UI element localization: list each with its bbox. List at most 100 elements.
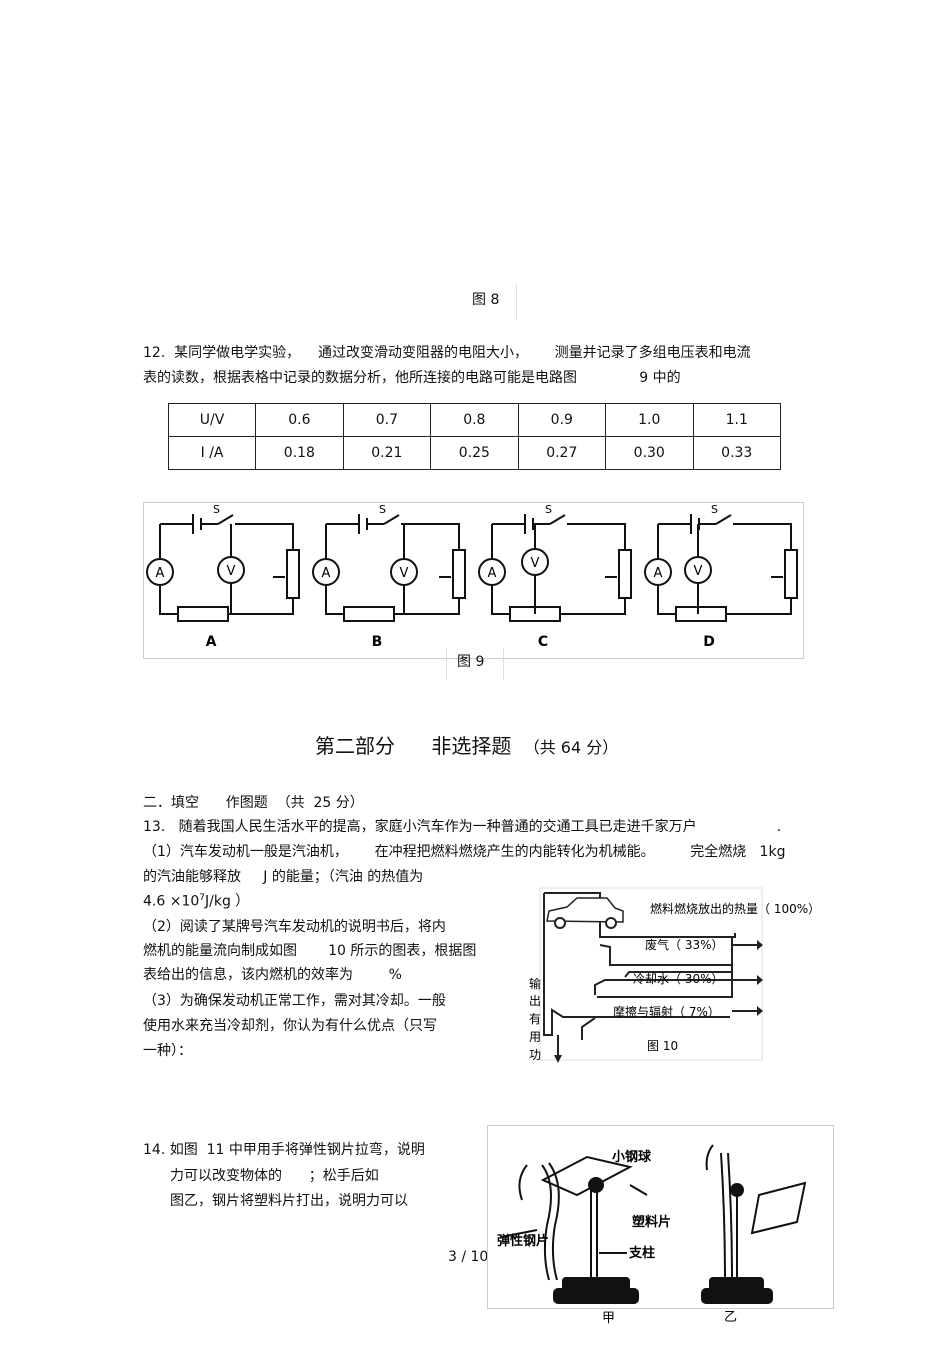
switch-icon <box>715 514 732 525</box>
table-row: U/V 0.6 0.7 0.8 0.9 1.0 1.1 <box>167 403 781 437</box>
data-table: U/V 0.6 0.7 0.8 0.9 1.0 1.1 I /A 0.18 0.… <box>167 403 781 470</box>
fig11-illustration: 小钢球 塑料片 弹性钢片 支柱 甲 乙 <box>487 1125 834 1326</box>
row-header: U/V <box>167 403 257 437</box>
switch-icon <box>217 514 234 525</box>
ammeter-label: A <box>488 566 497 581</box>
part2-subtitle: 非选择题 <box>431 734 512 758</box>
rheostat-icon <box>452 549 466 599</box>
q14-line: 力可以改变物体的 ；松手后如 <box>170 1168 379 1184</box>
ammeter-label: A <box>654 566 663 581</box>
circuit-wire <box>491 523 626 615</box>
q14-line: 图乙，钢片将塑料片打出，说明力可以 <box>170 1193 408 1209</box>
voltmeter-icon <box>684 556 712 584</box>
q12-line2: 表的读数，根据表格中记录的数据分析，他所连接的电路可能是电路图 9 中的 <box>143 370 681 386</box>
fig10-cooling-label: 冷却水（ 30%） <box>633 972 724 986</box>
cell: 0.6 <box>255 403 344 437</box>
divider <box>516 284 517 320</box>
circuit-wire <box>325 523 460 615</box>
voltmeter-icon <box>217 556 245 584</box>
switch-label: S <box>545 503 552 516</box>
ammeter-icon <box>312 558 340 586</box>
q13-line: 4.6 ×10 <box>143 893 200 910</box>
part2-score: （共 64 分） <box>523 738 619 757</box>
voltmeter-label: V <box>227 564 236 579</box>
q12-line1: 12. 某同学做电学实验， 通过改变滑动变阻器的电阻大小， 测量并记录了多组电压… <box>143 345 751 361</box>
switch-icon <box>383 514 400 525</box>
unit: J/kg ） <box>205 893 250 910</box>
ammeter-icon <box>644 558 672 586</box>
fig10-output-label: 有 <box>529 1012 541 1026</box>
q13-line: 燃机的能量流向制成如图 10 所示的图表，根据图 <box>143 943 477 959</box>
row-header: I /A <box>167 436 257 470</box>
cell: 0.25 <box>430 436 519 470</box>
fig10-output-label: 用 <box>529 1030 541 1044</box>
cell: 0.9 <box>517 403 607 437</box>
q13-line: （3）为确保发动机正常工作，需对其冷却。一般 <box>143 993 446 1009</box>
fig10-exhaust-label: 废气（ 33%） <box>645 937 724 952</box>
exponent: 7 <box>199 893 205 903</box>
voltmeter-label: V <box>531 556 540 571</box>
rheostat-icon <box>618 549 632 599</box>
fig11-ball-label: 小钢球 <box>612 1149 652 1165</box>
fig10-friction-label: 摩擦与辐射（ 7%） <box>613 1004 720 1019</box>
cell: 0.7 <box>342 403 432 437</box>
q13-line: 13. 随着我国人民生活水平的提高，家庭小汽车作为一种普通的交通工具已走进千家万… <box>143 819 782 835</box>
q13-line: 使用水来充当冷却剂，你认为有什么优点（只写 <box>143 1018 437 1034</box>
divider <box>446 648 504 680</box>
q13-line: 一种）： <box>143 1043 192 1059</box>
cell: 0.8 <box>430 403 519 437</box>
fig10-total-label: 燃料燃烧放出的热量（ 100%） <box>650 901 820 916</box>
ammeter-icon <box>146 558 174 586</box>
rheostat-icon <box>286 549 300 599</box>
part2-title: 第二部分 <box>315 734 395 758</box>
voltmeter-label: V <box>694 564 703 579</box>
circuit-wire <box>657 523 792 615</box>
fig11-plastic-label: 塑料片 <box>632 1214 671 1230</box>
ammeter-label: A <box>322 566 331 581</box>
resistor-icon <box>343 606 395 622</box>
cell: 1.1 <box>692 403 781 437</box>
q13-line: （1）汽车发动机一般是汽油机， 在冲程把燃料燃烧产生的内能转化为机械能。 完全燃… <box>143 844 786 860</box>
circuit-label: A <box>206 634 217 650</box>
cell: 0.18 <box>255 436 344 470</box>
cell: 0.21 <box>342 436 432 470</box>
voltmeter-icon <box>521 548 549 576</box>
circuit-label: C <box>538 634 548 650</box>
section2-heading: 二．填空 作图题 （共 25 分） <box>143 795 364 811</box>
cell: 0.33 <box>692 436 781 470</box>
voltmeter-label: V <box>400 566 409 581</box>
cell: 0.30 <box>605 436 694 470</box>
q13-line: 的汽油能够释放 J 的能量；（汽油 的热值为 <box>143 869 424 885</box>
cell: 1.0 <box>605 403 694 437</box>
car-icon <box>546 897 624 929</box>
page-number: 3 / 10 <box>448 1249 489 1265</box>
switch-label: S <box>711 503 718 516</box>
ammeter-icon <box>478 558 506 586</box>
circuit-label: D <box>703 634 715 650</box>
fig10-output-label: 出 <box>529 994 541 1008</box>
q14-line: 14. 如图 11 中甲用手将弹性钢片拉弯，说明 <box>143 1142 425 1158</box>
battery-icon <box>524 514 534 534</box>
switch-icon <box>549 514 566 525</box>
battery-icon <box>358 514 368 534</box>
circuit-wire <box>159 523 294 615</box>
fig10-output-label: 功 <box>529 1048 541 1062</box>
resistor-icon <box>675 606 727 622</box>
table-row: I /A 0.18 0.21 0.25 0.27 0.30 0.33 <box>167 436 781 470</box>
fig11-jia-label: 甲 <box>602 1311 615 1326</box>
battery-icon <box>192 514 202 534</box>
rheostat-icon <box>784 549 798 599</box>
q13-heat-value: 4.6 ×107J/kg ） <box>143 894 249 909</box>
fig11-steel-label: 弹性钢片 <box>497 1233 549 1249</box>
resistor-icon <box>177 606 229 622</box>
fig10-energy-flow: 燃料燃烧放出的热量（ 100%） 废气（ 33%） 冷却水（ 30%） 摩擦与辐… <box>529 887 820 1063</box>
fig10-output-label: 输 <box>529 976 541 991</box>
switch-label: S <box>379 503 386 516</box>
circuit-label: B <box>372 634 383 650</box>
fig11-pillar-label: 支柱 <box>628 1245 655 1261</box>
q13-line: 表给出的信息，该内燃机的效率为 % <box>143 967 402 983</box>
voltmeter-icon <box>390 558 418 586</box>
fig9-caption: 图 9 <box>457 654 485 670</box>
